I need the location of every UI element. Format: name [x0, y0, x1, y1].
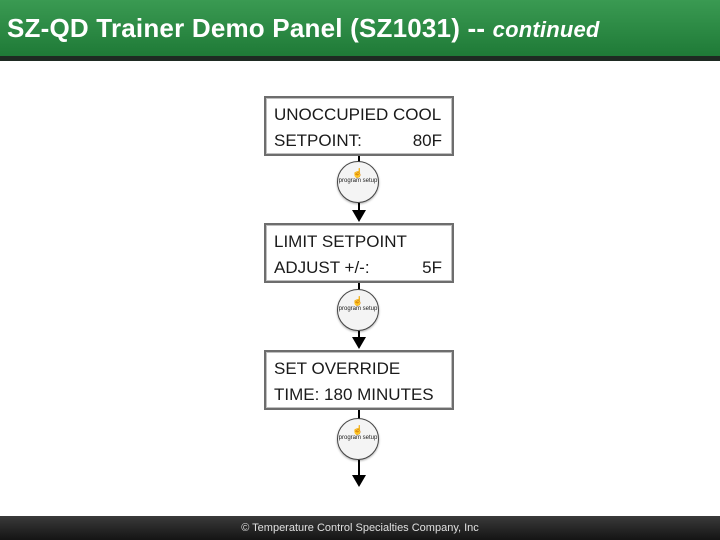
- lcd-line-2-label: ADJUST +/-:: [274, 258, 370, 277]
- program-setup-label: program setup: [338, 178, 378, 184]
- page-title-text: SZ-QD Trainer Demo Panel (SZ1031) --: [7, 13, 486, 43]
- down-arrow-icon: [352, 337, 366, 349]
- copyright-text: © Temperature Control Specialties Compan…: [241, 522, 479, 534]
- flow-connector: [358, 283, 360, 290]
- lcd-line-2-value: 5F: [422, 258, 442, 277]
- lcd-line-1: UNOCCUPIED COOL: [274, 105, 442, 124]
- hand-icon: ☝: [352, 296, 364, 306]
- lcd-line-2: TIME: 180 MINUTES: [274, 385, 442, 405]
- lcd-screen-set-override: SET OVERRIDE TIME: 180 MINUTES: [264, 350, 454, 410]
- lcd-line-2: ADJUST +/-: 5F: [274, 258, 442, 278]
- lcd-screen-unoccupied-cool: UNOCCUPIED COOL SETPOINT: 80F: [264, 96, 454, 156]
- lcd-line-2: SETPOINT: 80F: [274, 131, 442, 151]
- lcd-screen-limit-setpoint: LIMIT SETPOINT ADJUST +/-: 5F: [264, 223, 454, 283]
- lcd-line-2-label: SETPOINT:: [274, 131, 362, 150]
- header-bar: [0, 0, 720, 56]
- flow-connector: [358, 410, 360, 419]
- program-setup-label: program setup: [338, 306, 378, 312]
- header-divider: [0, 56, 720, 61]
- page-title: SZ-QD Trainer Demo Panel (SZ1031) -- con…: [7, 13, 600, 44]
- hand-icon: ☝: [352, 168, 364, 178]
- flow-connector: [358, 460, 360, 476]
- footer-bar: © Temperature Control Specialties Compan…: [0, 516, 720, 540]
- lcd-line-1: LIMIT SETPOINT: [274, 232, 407, 251]
- lcd-line-1: SET OVERRIDE: [274, 359, 401, 378]
- down-arrow-icon: [352, 475, 366, 487]
- program-setup-label: program setup: [338, 435, 378, 441]
- lcd-line-2-label: TIME: 180 MINUTES: [274, 385, 434, 404]
- page-title-suffix: continued: [492, 17, 600, 42]
- flow-connector: [358, 203, 360, 211]
- down-arrow-icon: [352, 210, 366, 222]
- program-setup-button[interactable]: ☝ program setup: [337, 289, 379, 331]
- flow-connector: [358, 331, 360, 338]
- hand-icon: ☝: [352, 425, 364, 435]
- program-setup-button[interactable]: ☝ program setup: [337, 161, 379, 203]
- lcd-line-2-value: 80F: [412, 131, 442, 150]
- program-setup-button[interactable]: ☝ program setup: [337, 418, 379, 460]
- flow-connector: [358, 156, 360, 162]
